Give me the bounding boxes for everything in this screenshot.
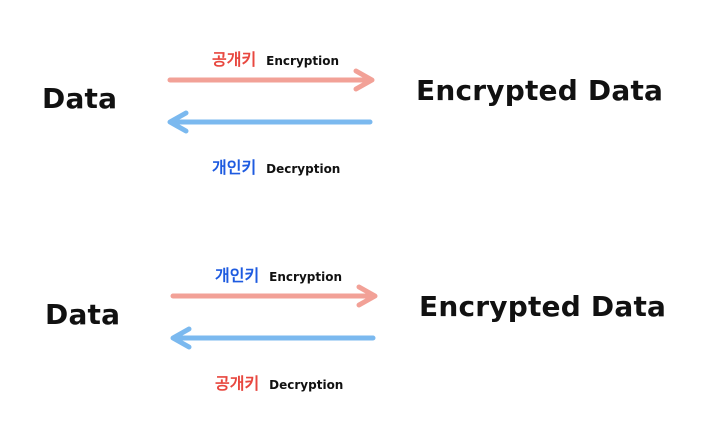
forward-operation-label: Encryption (269, 270, 342, 284)
forward-key-label: 개인키 (215, 266, 260, 285)
backward-label: 개인키 Decryption (212, 154, 340, 178)
forward-operation-label: Encryption (266, 54, 339, 68)
encryption-arrow (170, 284, 378, 308)
forward-label: 공개키 Encryption (212, 46, 339, 70)
decryption-arrow-head (170, 326, 192, 350)
data-node: Data (42, 82, 118, 115)
backward-label: 공개키 Decryption (215, 370, 343, 394)
encrypted-data-node: Encrypted Data (416, 74, 664, 107)
encryption-arrow-head (353, 68, 375, 92)
decryption-arrow (167, 110, 373, 134)
decryption-arrow (170, 326, 376, 350)
diagram-public-encrypt: Data Encrypted Data 공개키 Encryption 개인키 D… (0, 0, 705, 200)
forward-key-label: 공개키 (212, 50, 257, 69)
forward-label: 개인키 Encryption (215, 262, 342, 286)
diagram-private-encrypt: Data Encrypted Data 개인키 Encryption 공개키 D… (0, 220, 705, 420)
encrypted-data-node: Encrypted Data (419, 290, 667, 323)
backward-operation-label: Decryption (269, 378, 344, 392)
data-node: Data (45, 298, 121, 331)
decryption-arrow-head (167, 110, 189, 134)
backward-operation-label: Decryption (266, 162, 341, 176)
encryption-arrow-head (356, 284, 378, 308)
backward-key-label: 개인키 (212, 158, 257, 177)
backward-key-label: 공개키 (215, 374, 260, 393)
encryption-arrow (167, 68, 375, 92)
